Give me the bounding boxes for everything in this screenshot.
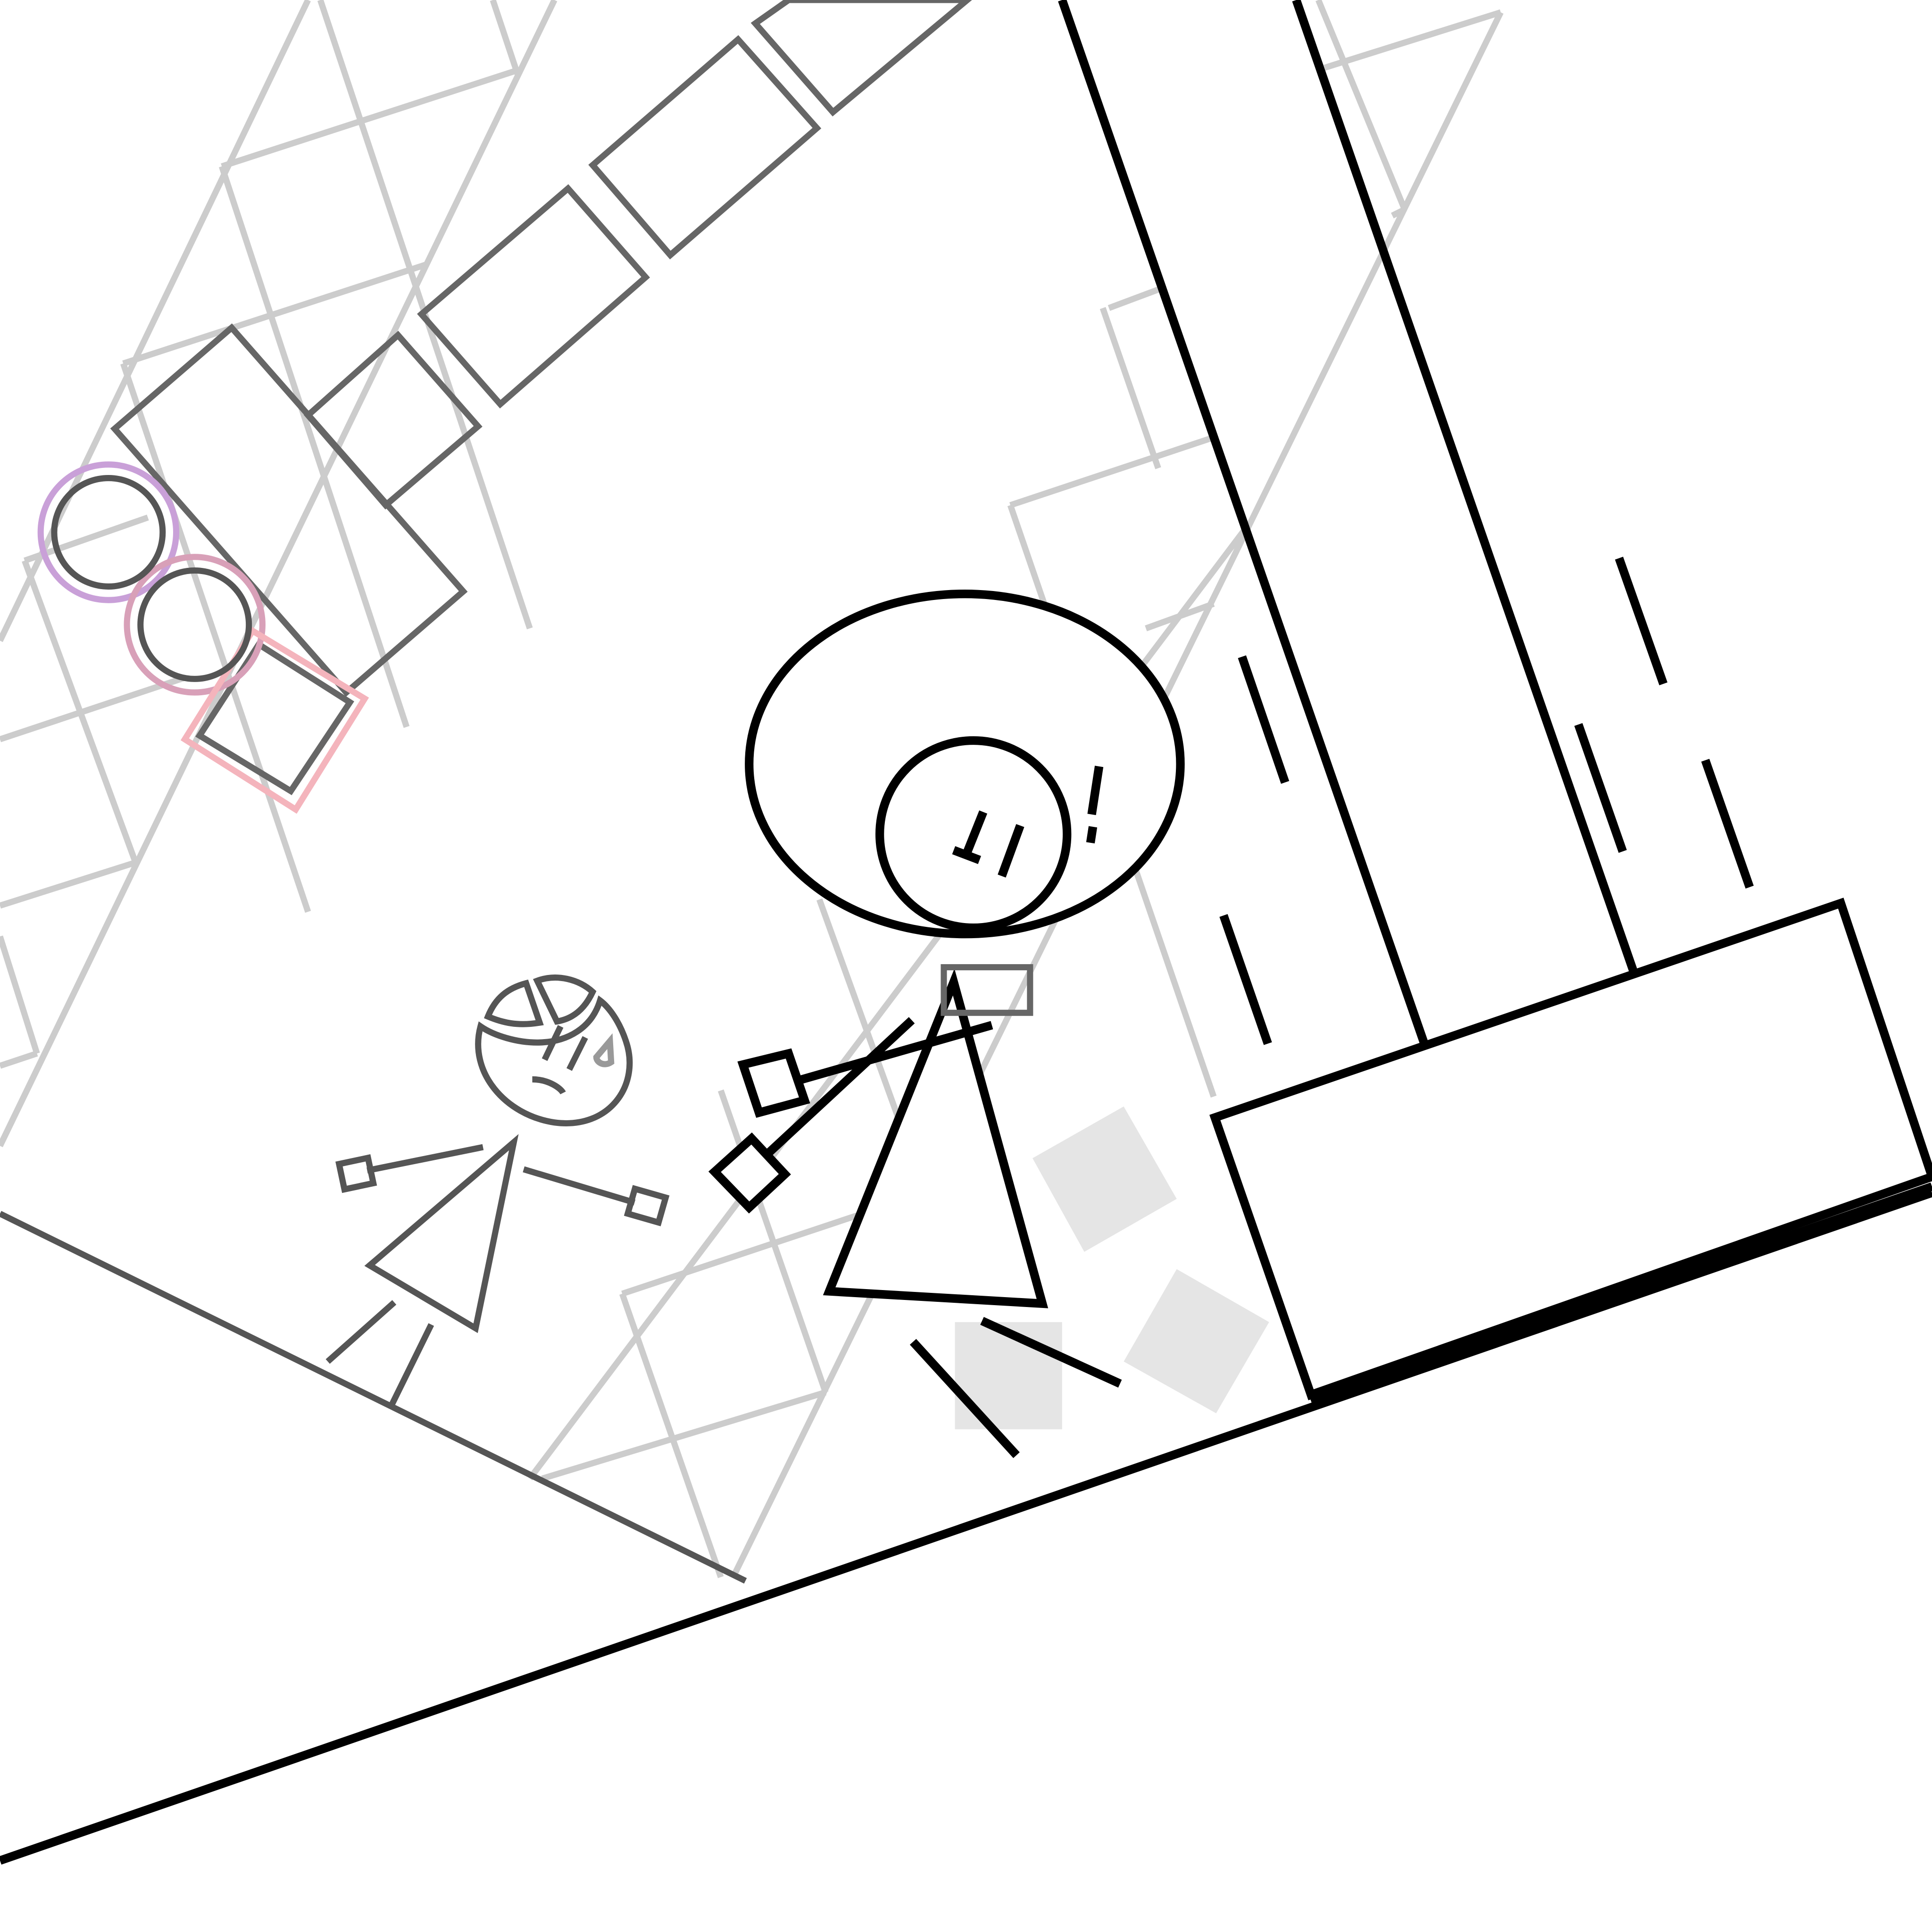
- hat-left: [483, 979, 544, 1027]
- small-figure: [325, 974, 670, 1406]
- face: [475, 995, 633, 1126]
- figure-body: [364, 1134, 519, 1333]
- circles: [51, 475, 252, 682]
- small-square-1: [737, 1048, 810, 1118]
- hat-right: [533, 974, 597, 1025]
- small-square-2: [708, 1132, 791, 1214]
- long-diagonal-line-1: [1058, 0, 1430, 1049]
- large-triangle: [823, 968, 1049, 1308]
- gray-box: [941, 964, 1033, 1016]
- exclamation-marks: [952, 766, 1104, 878]
- background-lattice: [0, 0, 1504, 1579]
- ground-line: [0, 1189, 1932, 1865]
- long-diagonal-line-2: [1292, 0, 1640, 977]
- pink-highlight-ring: [124, 554, 266, 696]
- purple-highlight-ring: [37, 461, 180, 603]
- dash-marks: [1219, 557, 1754, 1045]
- main-shapes: [0, 0, 1932, 1865]
- tilted-frame: [0, 1211, 747, 1584]
